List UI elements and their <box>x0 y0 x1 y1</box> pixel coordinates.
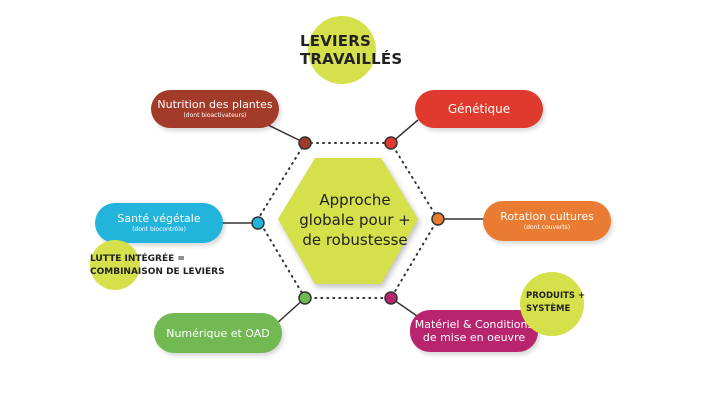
produits-note: PRODUITS + SYSTÈME <box>526 291 586 314</box>
dot-rotation <box>431 212 445 226</box>
center-label: Approche globale pour + de robustesse <box>299 191 411 249</box>
center-hexagon <box>278 158 418 284</box>
lever-genetique-label: Génétique <box>447 101 511 116</box>
lever-sante-sub: (dont biocontrôle) <box>132 226 186 233</box>
dot-materiel <box>384 291 398 305</box>
lever-nutrition-label: Nutrition des plantes <box>157 98 273 111</box>
diagram-title: LEVIERS TRAVAILLÉS <box>300 32 403 68</box>
lever-numerique-label: Numérique et OAD <box>166 326 270 340</box>
lever-rotation-sub: (dont couverts) <box>523 224 571 231</box>
lever-materiel: Matériel & Conditions de mise en oeuvre <box>410 310 538 352</box>
lever-materiel-label: Matériel & Conditions de mise en oeuvre <box>414 318 534 344</box>
lever-numerique: Numérique et OAD <box>154 313 282 353</box>
lever-nutrition-sub: (dont bioactivateurs) <box>183 112 247 119</box>
dot-sante <box>251 216 265 230</box>
lever-rotation: Rotation cultures (dont couverts) <box>483 201 611 241</box>
dot-nutrition <box>298 136 312 150</box>
lever-rotation-label: Rotation cultures <box>500 210 594 223</box>
lever-sante-label: Santé végétale <box>117 212 201 225</box>
dot-numerique <box>298 291 312 305</box>
lever-genetique: Génétique <box>415 90 543 128</box>
lever-nutrition: Nutrition des plantes (dont bioactivateu… <box>151 90 279 128</box>
lever-sante: Santé végétale (dont biocontrôle) <box>95 203 223 243</box>
lutte-note: LUTTE INTÉGRÉE = COMBINAISON DE LEVIERS <box>90 254 225 277</box>
dot-genetique <box>384 136 398 150</box>
title-circle <box>308 16 376 84</box>
lutte-badge <box>90 240 140 290</box>
produits-badge <box>520 272 584 336</box>
